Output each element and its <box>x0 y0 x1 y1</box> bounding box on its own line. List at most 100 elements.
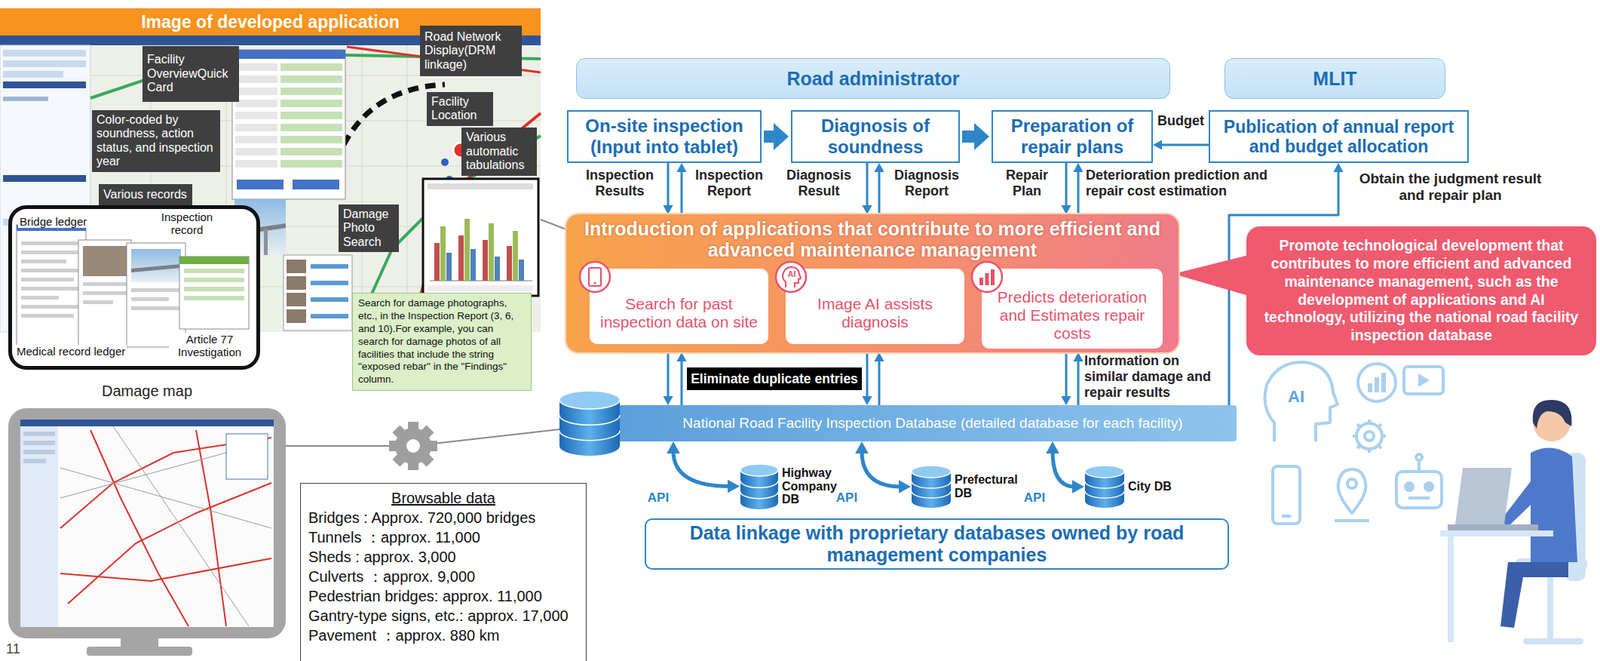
records-bubble-art <box>21 241 82 318</box>
monitor-drawing <box>86 646 193 656</box>
app-screenshot <box>292 179 340 190</box>
app-screenshot <box>280 63 343 71</box>
app-screenshot <box>310 263 349 269</box>
feature-box: Search for past inspection data on site <box>589 268 769 344</box>
connector-line <box>878 359 881 405</box>
technology-icons <box>1272 465 1300 524</box>
app-screenshot <box>441 158 449 166</box>
app-screenshot <box>235 111 278 120</box>
label-text: National Road Facility Inspection Databa… <box>682 414 1183 432</box>
connector <box>873 162 884 215</box>
app-screenshot <box>470 248 476 281</box>
label-text: Preparation of repair plans <box>999 115 1146 157</box>
block-arrow <box>962 122 990 151</box>
records-bubble-art <box>131 288 181 292</box>
app-screenshot <box>280 99 343 108</box>
callout-pointer <box>1173 254 1249 296</box>
person-at-laptop <box>1532 399 1573 429</box>
connector <box>763 122 789 151</box>
label-text: Eliminate duplicate entries <box>690 370 859 387</box>
database-cylinder <box>739 462 779 510</box>
connector-line <box>667 352 670 398</box>
records-bubble-art <box>82 281 127 304</box>
edge-label: Repair Plan <box>995 167 1059 200</box>
app-screenshot <box>434 218 525 281</box>
icon-text: AI <box>783 269 800 279</box>
connector-line <box>1160 144 1209 147</box>
app-screenshot <box>512 230 519 281</box>
monitor-drawing <box>60 426 272 626</box>
edge-label: Diagnosis Result <box>778 167 860 200</box>
app-screenshot <box>235 159 278 168</box>
records-bubble-art <box>9 206 259 368</box>
technology-icons <box>1417 459 1421 472</box>
gear-symbol <box>389 421 438 470</box>
records-bubble-art <box>21 304 82 309</box>
records-bubble-art <box>131 263 181 273</box>
label-text: Color-coded by soundness, action status,… <box>96 113 216 169</box>
callout-box: Damage Photo Search <box>338 204 399 252</box>
edge-label: API <box>1020 490 1049 506</box>
edge-label: Obtain the judgment result and repair pl… <box>1346 170 1555 205</box>
arrowhead <box>861 395 872 405</box>
database-node: Prefectural DB <box>910 463 1023 509</box>
label-text: Bridges : Approx. 720,000 bridges <box>308 507 579 528</box>
monitor-drawing <box>60 452 227 498</box>
records-bubble-art <box>9 206 259 368</box>
label-text: Data linkage with proprietary databases … <box>653 521 1220 566</box>
connector <box>676 352 687 405</box>
label-text: Browsable data <box>308 487 579 508</box>
gear-symbol <box>406 438 420 453</box>
arrowhead <box>873 352 884 362</box>
label-text: Culverts ：approx. 9,000 <box>308 566 579 586</box>
label-text: City DB <box>1127 479 1178 494</box>
app-screenshot <box>235 99 278 108</box>
technology-icons <box>1265 361 1338 442</box>
records-bubble-art <box>82 281 127 286</box>
app-screenshot <box>427 285 534 292</box>
technology-icons <box>1367 383 1373 393</box>
monitor-drawing <box>23 458 46 463</box>
records-bubble-art <box>21 286 82 291</box>
technology-icons <box>1265 361 1444 524</box>
label-text: Pedestrian bridges: approx. 11,000 <box>308 585 579 606</box>
app-screenshot <box>280 147 343 156</box>
monitor-drawing <box>8 407 286 638</box>
edge-label: Deterioration prediction and repair cost… <box>1085 167 1284 200</box>
callout-box: Various records <box>98 183 193 206</box>
callout-box: Promote technological development that c… <box>1246 226 1597 356</box>
arrowhead <box>1333 162 1343 172</box>
arrowhead <box>1152 139 1162 150</box>
callout-box: Facility Location <box>426 91 494 126</box>
person-at-laptop <box>1440 530 1554 537</box>
records-bubble-art <box>126 242 186 347</box>
app-screenshot <box>235 63 278 168</box>
database-cylinder <box>1084 464 1125 509</box>
label-text: Article 77 Investigation <box>168 332 251 359</box>
records-bubble-art <box>183 268 245 273</box>
app-screenshot <box>280 75 343 83</box>
technology-icons <box>1403 366 1444 394</box>
app-screenshot <box>235 75 278 83</box>
app-screenshot <box>361 45 363 332</box>
records-bubble-art <box>82 245 127 276</box>
app-screenshot <box>422 178 539 296</box>
connector <box>861 352 872 405</box>
label-text: Predicts deterioration and Estimates rep… <box>987 288 1157 343</box>
app-screenshot <box>488 223 494 281</box>
connector <box>855 441 911 494</box>
technology-icons <box>1418 373 1430 387</box>
person-at-laptop <box>1500 561 1569 628</box>
monitor-drawing <box>23 431 56 436</box>
app-screenshot <box>286 259 307 323</box>
database-node: Highway Company DB <box>739 461 844 511</box>
connector <box>962 122 990 151</box>
monitor-drawing <box>20 419 274 627</box>
app-screenshot <box>235 135 278 144</box>
connector-line <box>1052 450 1075 487</box>
application-panel: Introduction of applications that contri… <box>566 214 1179 353</box>
label-text: Image AI assists diagnosis <box>791 294 959 332</box>
arrowhead <box>1060 205 1071 215</box>
process-box: Diagnosis of soundness <box>790 110 960 163</box>
